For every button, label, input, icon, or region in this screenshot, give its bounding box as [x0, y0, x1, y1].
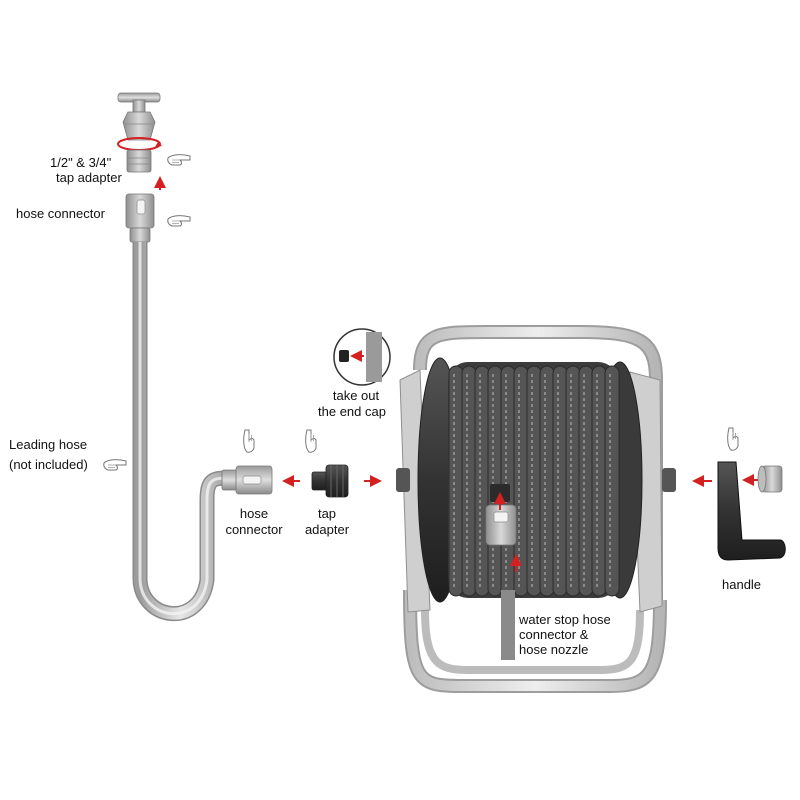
hose-connector-bottom-part: [221, 465, 273, 495]
hose-coil: [539, 365, 555, 597]
hose-coil: [604, 365, 620, 597]
hose-coil: [487, 365, 503, 597]
leading-hose: [132, 242, 231, 622]
pointing-hand-icon: [167, 215, 191, 227]
hose-connector-label-top: hose connector: [16, 206, 105, 221]
pointing-hand-icon: [243, 429, 255, 453]
pointing-hand-icon: [305, 429, 317, 453]
hose-coil: [552, 365, 568, 597]
hose-connector-top-part: [125, 193, 155, 243]
hose-coil: [500, 365, 516, 597]
tap-adapter-label-bottom-line1: tap: [317, 506, 337, 521]
hose-coil: [448, 365, 464, 597]
tap-icon: [117, 92, 162, 151]
pointing-hand-icon: [727, 427, 739, 451]
hose-coil: [474, 365, 490, 597]
end-cap-part: [757, 465, 783, 493]
water-stop-label-line2: connector &: [519, 627, 589, 642]
hose-coil: [526, 365, 542, 597]
pointing-hand-icon: [103, 459, 127, 471]
crank-handle-icon: [717, 461, 786, 561]
water-stop-label-line3: hose nozzle: [519, 642, 589, 657]
pointing-hand-icon: [167, 154, 191, 166]
end-cap-label-line1: take out: [332, 388, 380, 403]
hose-coil: [565, 365, 581, 597]
tap-adapter-label-top-line1: 1/2" & 3/4": [50, 155, 112, 170]
end-cap-label-line2: the end cap: [318, 404, 386, 419]
hose-coil: [578, 365, 594, 597]
hose-coil: [591, 365, 607, 597]
hose-reel-icon: [396, 324, 676, 693]
tap-adapter-label-top-line2: tap adapter: [56, 170, 122, 185]
tap-adapter-label-bottom-line2: adapter: [304, 522, 350, 537]
hose-coil: [461, 365, 477, 597]
handle-label: handle: [722, 577, 762, 592]
tap-adapter-top-part: [126, 149, 152, 173]
leading-hose-label-line2: (not included): [9, 457, 88, 472]
hose-connector-label-bottom-line2: connector: [225, 522, 283, 537]
end-cap-icon: [333, 328, 391, 386]
hose-connector-label-bottom-line1: hose: [239, 506, 269, 521]
leading-hose-label-line1: Leading hose: [9, 437, 88, 452]
water-stop-label-line1: water stop hose: [519, 612, 611, 627]
tap-adapter-bottom-part: [311, 464, 349, 498]
